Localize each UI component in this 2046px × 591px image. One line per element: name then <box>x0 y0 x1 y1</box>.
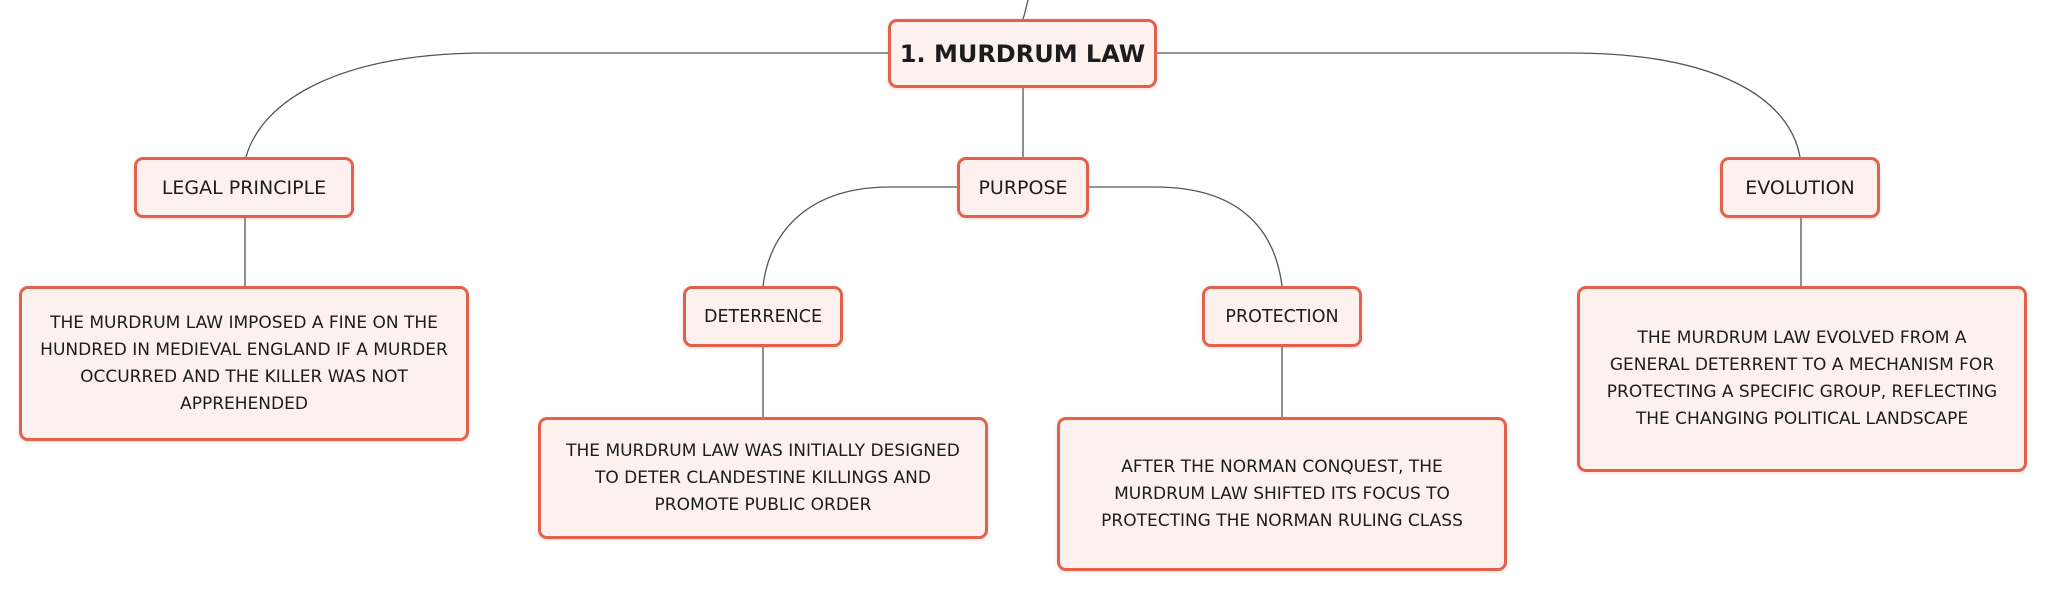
connector-purpose-to-protection <box>1089 186 1283 287</box>
detail-deterrence[interactable]: THE MURDRUM LAW WAS INITIALLY DESIGNED T… <box>538 417 988 539</box>
topic-purpose-label: PURPOSE <box>978 176 1068 199</box>
detail-protection[interactable]: AFTER THE NORMAN CONQUEST, THE MURDRUM L… <box>1057 417 1507 571</box>
root-topic-murdrum-law[interactable]: 1. MURDRUM LAW <box>888 19 1157 88</box>
topic-legal-principle[interactable]: LEGAL PRINCIPLE <box>134 157 354 218</box>
connector-root-to-legal-principle <box>245 52 888 158</box>
topic-purpose[interactable]: PURPOSE <box>957 157 1089 218</box>
topic-evolution-label: EVOLUTION <box>1745 176 1855 199</box>
detail-evolution[interactable]: THE MURDRUM LAW EVOLVED FROM A GENERAL D… <box>1577 286 2027 472</box>
root-topic-label: 1. MURDRUM LAW <box>899 39 1146 68</box>
connector-root-to-evolution <box>1157 52 1801 158</box>
detail-deterrence-text: THE MURDRUM LAW WAS INITIALLY DESIGNED T… <box>566 440 960 515</box>
topic-evolution[interactable]: EVOLUTION <box>1720 157 1880 218</box>
subtopic-protection[interactable]: PROTECTION <box>1202 286 1362 347</box>
subtopic-protection-label: PROTECTION <box>1225 306 1339 327</box>
topic-legal-principle-label: LEGAL PRINCIPLE <box>161 176 327 199</box>
subtopic-deterrence-label: DETERRENCE <box>703 306 823 327</box>
detail-legal-principle-text: THE MURDRUM LAW IMPOSED A FINE ON THE HU… <box>40 312 448 414</box>
connector-parent-to-root <box>1022 0 1029 20</box>
connector-purpose-to-deterrence <box>762 186 957 287</box>
detail-legal-principle[interactable]: THE MURDRUM LAW IMPOSED A FINE ON THE HU… <box>19 286 469 441</box>
detail-protection-text: AFTER THE NORMAN CONQUEST, THE MURDRUM L… <box>1101 456 1463 531</box>
subtopic-deterrence[interactable]: DETERRENCE <box>683 286 843 347</box>
detail-evolution-text: THE MURDRUM LAW EVOLVED FROM A GENERAL D… <box>1606 328 1998 429</box>
